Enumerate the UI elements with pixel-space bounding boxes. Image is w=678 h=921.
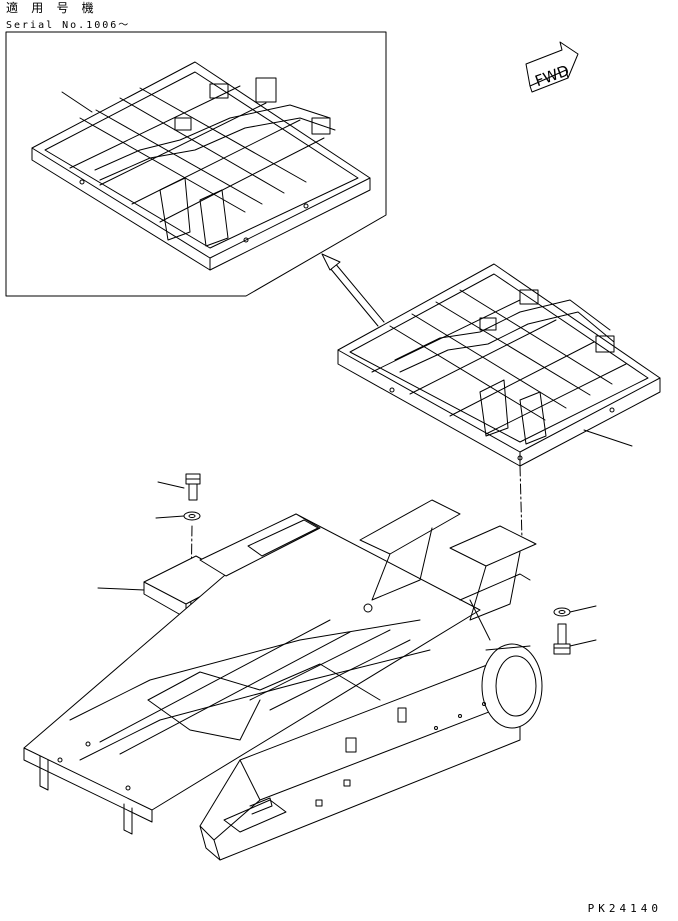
lower-frame-assembly [24, 500, 542, 860]
upper-frame-assembly [338, 264, 660, 466]
detail-inset [6, 32, 386, 296]
inset-leader-line [62, 92, 92, 112]
drawing-code: PK24140 [587, 902, 662, 915]
right-bolt-icon [554, 624, 596, 654]
fwd-arrow-icon: FWD [526, 42, 578, 92]
upper-frame-leader-line [584, 430, 632, 446]
serial-range-label: Serial No.1006～ [6, 20, 131, 31]
spacer-plate-leader-line [98, 588, 144, 590]
left-bolt-icon [158, 474, 200, 500]
detail-pointer-arrow [322, 254, 384, 326]
right-washer-icon [554, 606, 596, 616]
inset-frame-assembly [32, 62, 370, 270]
applicability-label: 適 用 号 機 [6, 1, 97, 15]
inset-border [6, 32, 386, 296]
left-washer-icon [156, 512, 200, 520]
